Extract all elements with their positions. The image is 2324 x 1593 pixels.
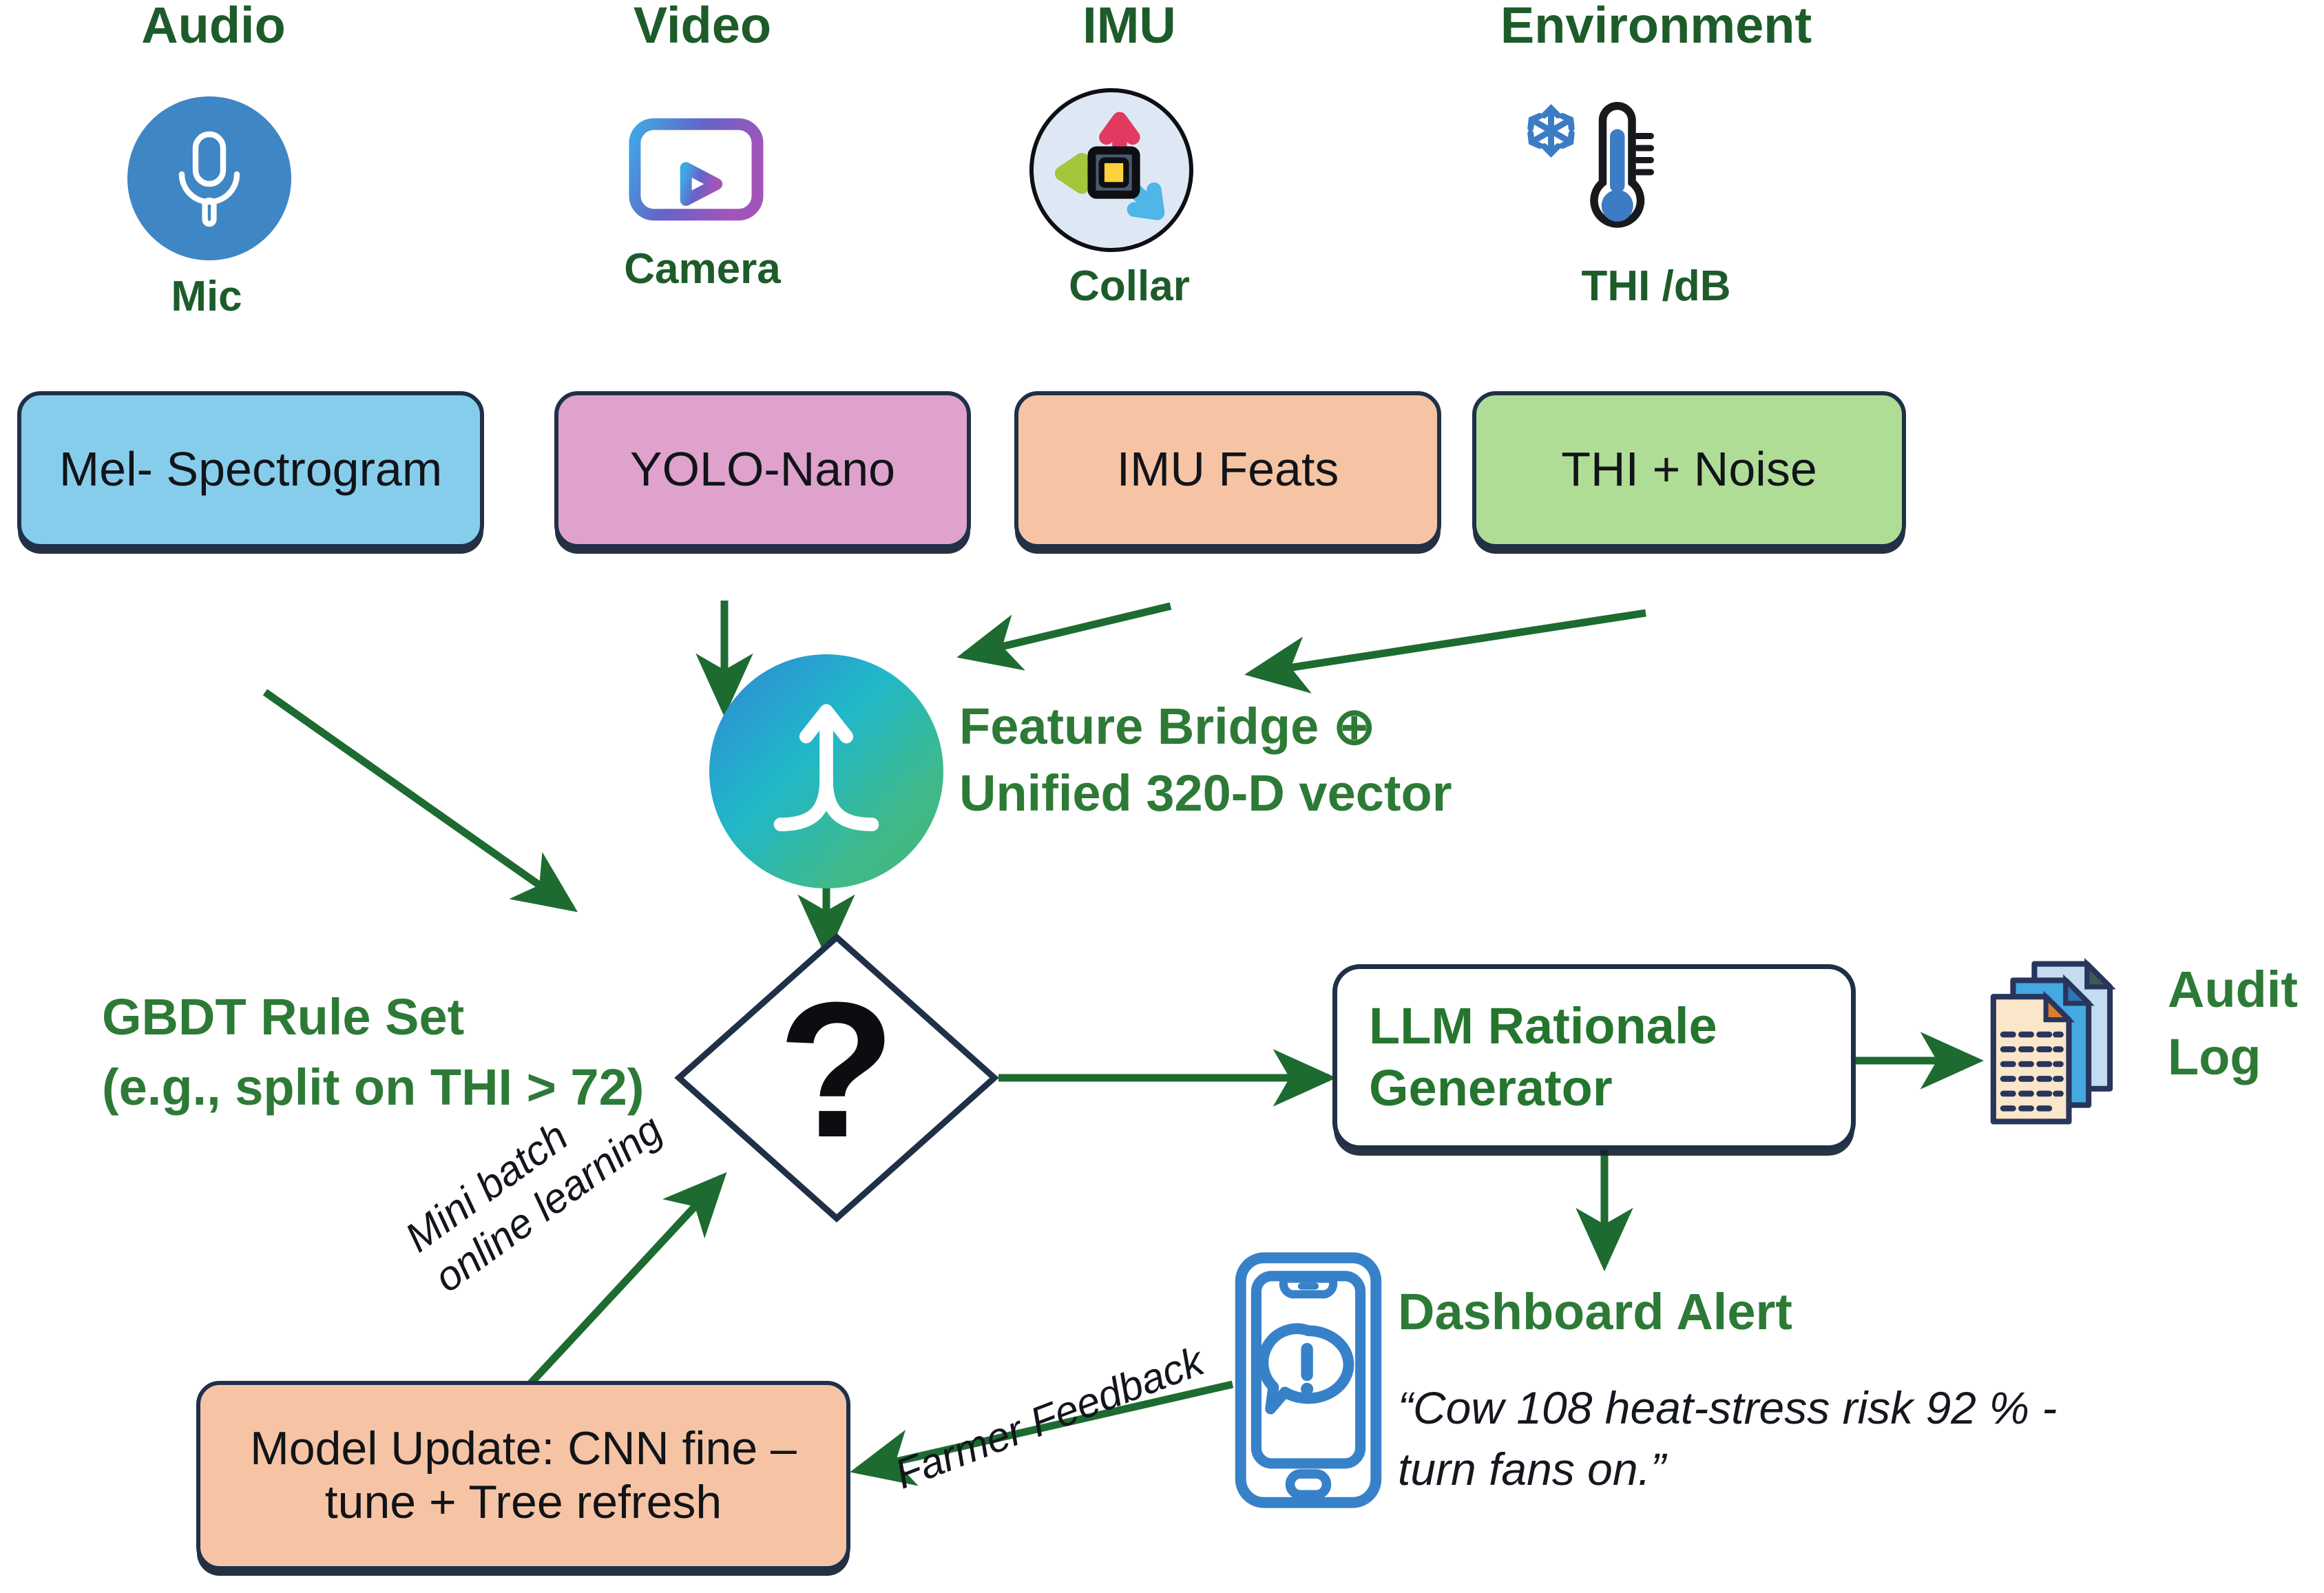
dashboard-alert-title: Dashboard Alert — [1398, 1283, 1792, 1340]
edge-thi-to-bridge — [1244, 609, 1646, 694]
sensor-caption-mic: Mic — [171, 273, 242, 320]
edge-model-update-to-decision — [520, 1172, 727, 1394]
model-update-box[interactable]: Model Update: CNN fine – tune + Tree ref… — [196, 1381, 850, 1570]
question-mark-icon: ? — [777, 963, 896, 1178]
feature-bridge-line1: Feature Bridge ⊕ — [959, 698, 1376, 755]
phone-alert-icon — [1235, 1252, 1382, 1508]
pipeline-box-mel-spectrogram[interactable]: Mel- Spectrogram — [17, 391, 484, 548]
edge-dashboard-to-model-update — [850, 1380, 1234, 1486]
gbdt-rule-set-line2: (e.g., split on THI > 72) — [102, 1059, 645, 1116]
pipeline-box-imu-feats[interactable]: IMU Feats — [1014, 391, 1441, 548]
sensor-title-imu: IMU — [1082, 0, 1176, 54]
feature-bridge-node[interactable] — [709, 654, 943, 888]
feature-bridge-line2: Unified 320-D vector — [959, 764, 1452, 822]
sensor-caption-thi-db: THI /dB — [1581, 262, 1731, 310]
thermometer-snowflake-icon — [1527, 102, 1654, 228]
imu-axes-glyph — [1054, 112, 1165, 220]
llm-line2: Generator — [1369, 1059, 1613, 1116]
microphone-icon — [127, 96, 291, 260]
video-camera-icon — [629, 118, 764, 221]
gbdt-rule-set-line1: GBDT Rule Set — [102, 988, 465, 1045]
model-update-label: Model Update: CNN fine – tune + Tree ref… — [250, 1422, 797, 1528]
audit-log-line2: Log — [2168, 1028, 2261, 1085]
merge-arrow-icon — [773, 704, 879, 831]
pipeline-box-yolo-nano[interactable]: YOLO-Nano — [554, 391, 971, 548]
audit-log-line1: Audit — [2168, 961, 2299, 1018]
sensor-title-environment: Environment — [1500, 0, 1812, 54]
edge-mel-to-bridge — [262, 689, 578, 913]
microphone-glyph — [178, 131, 240, 227]
dashboard-alert-quote: “Cow 108 heat-stress risk 92 % - turn fa… — [1398, 1382, 2058, 1495]
llm-rationale-generator-box[interactable]: LLM Rationale Generator — [1332, 964, 1856, 1150]
pipeline-box-thi-noise[interactable]: THI + Noise — [1472, 391, 1906, 548]
decision-diamond[interactable] — [674, 933, 999, 1223]
llm-line1: LLM Rationale — [1369, 997, 1717, 1054]
document-stack-icon — [1990, 957, 2116, 1125]
sensor-title-video: Video — [633, 0, 772, 54]
sensor-caption-camera: Camera — [624, 245, 781, 293]
pipeline-box-label: YOLO-Nano — [629, 442, 896, 497]
pipeline-box-label: THI + Noise — [1561, 442, 1817, 497]
sensor-title-audio: Audio — [141, 0, 286, 54]
edge-imu-to-bridge — [956, 602, 1172, 671]
pipeline-box-label: Mel- Spectrogram — [59, 442, 443, 497]
pipeline-box-label: IMU Feats — [1116, 442, 1339, 497]
sensor-caption-collar: Collar — [1069, 262, 1190, 310]
